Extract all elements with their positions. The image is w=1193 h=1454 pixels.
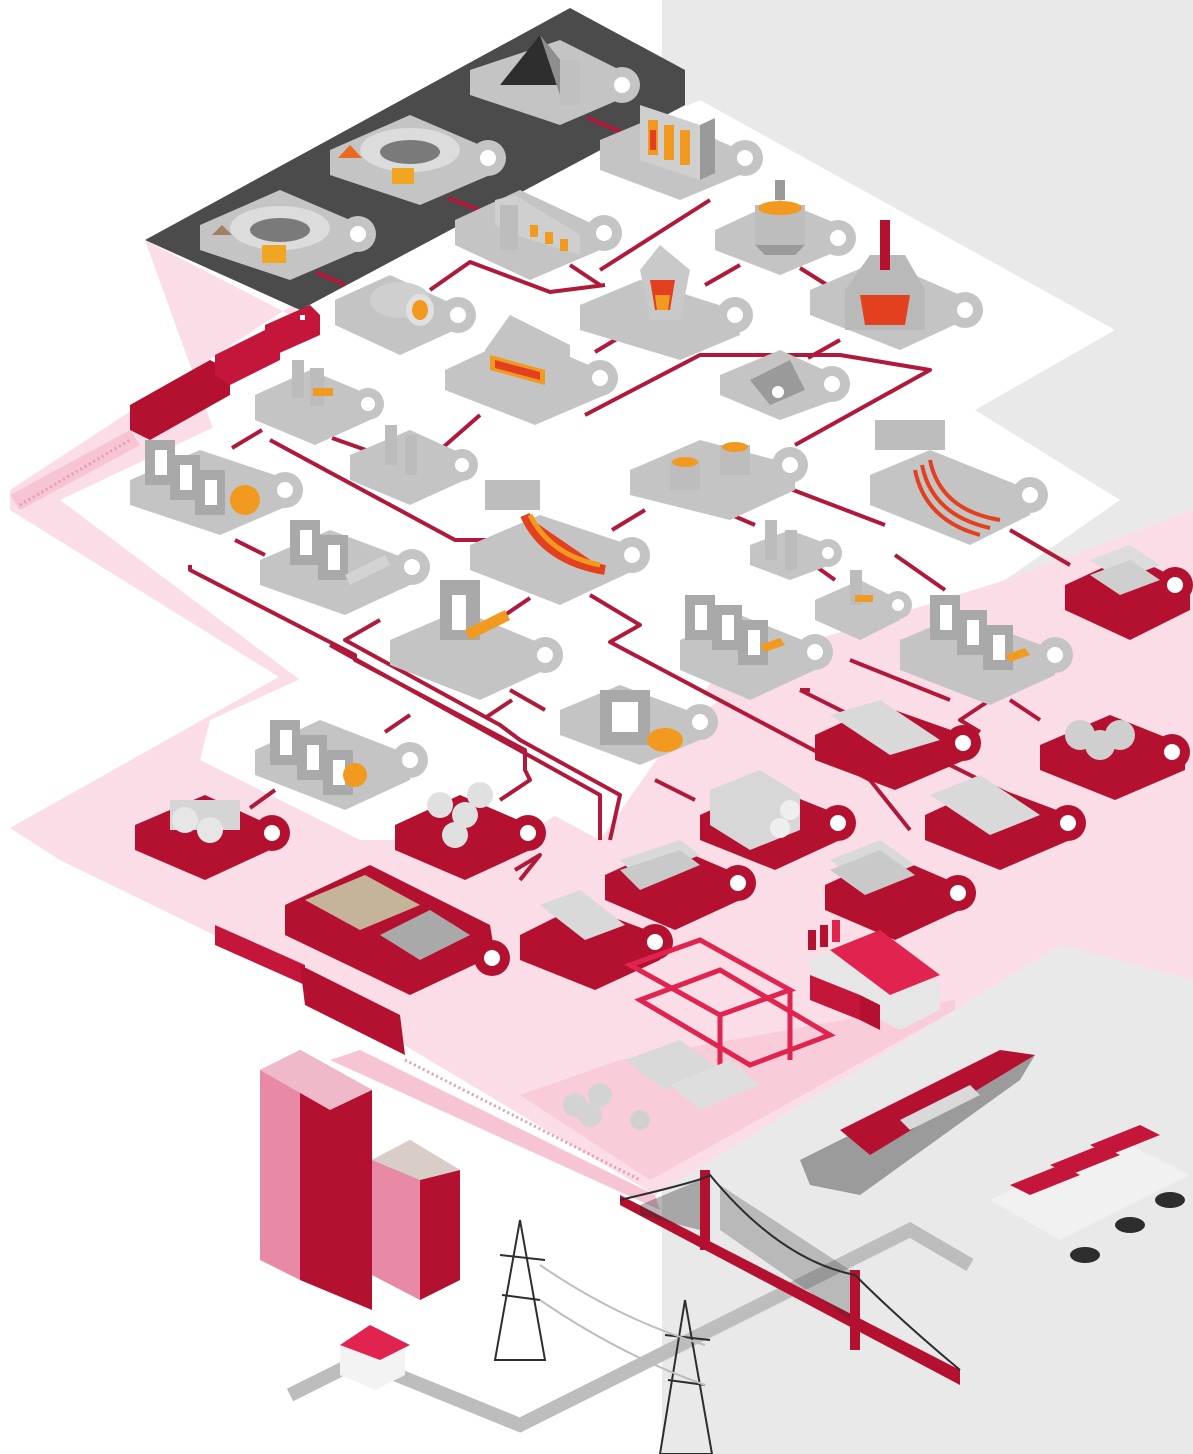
oil-pump-icon <box>990 1125 1190 1263</box>
billet-caster-icon <box>875 420 1001 537</box>
converter-icon <box>485 315 570 400</box>
pellet-plant-icon <box>370 282 434 326</box>
rail-track-icon <box>19 438 641 1182</box>
port-stock-icon <box>563 1040 760 1130</box>
sinter-plant-icon <box>495 195 580 255</box>
blast-furnace-icon <box>640 245 690 320</box>
ladle-stand-icon <box>385 425 873 605</box>
workers-icon <box>808 920 840 950</box>
rail-strip-lower <box>330 1050 660 1210</box>
ladle-pair-icon <box>670 442 750 490</box>
limestone-mine-icon <box>500 35 580 105</box>
ship-icon <box>800 1050 1035 1195</box>
scrap-icon <box>750 360 805 405</box>
train-icon <box>130 305 320 440</box>
pipe-mill-icon <box>600 690 683 752</box>
rail-strip-top <box>10 430 140 510</box>
continuous-caster-icon <box>292 360 333 406</box>
coke-oven-icon <box>640 105 715 180</box>
warehouse-icon <box>810 930 940 1030</box>
truck-icon <box>810 975 880 1030</box>
gantry-crane-icon <box>623 937 836 1070</box>
product-icons <box>170 545 1160 960</box>
electric-arc-furnace-icon <box>845 220 925 330</box>
office-building-icon <box>260 1050 460 1310</box>
bridge-icon <box>619 1170 961 1385</box>
pipeline-icon <box>286 1222 974 1433</box>
coal-mine-icon <box>212 206 330 263</box>
iron-ore-mine-icon <box>338 128 460 184</box>
power-pylon-icon <box>493 1219 714 1454</box>
ladle-furnace-icon <box>755 180 805 255</box>
slab-caster-icon <box>485 480 606 575</box>
train-lower-icon <box>215 925 405 1055</box>
rolling-mill-icon <box>145 440 1030 795</box>
